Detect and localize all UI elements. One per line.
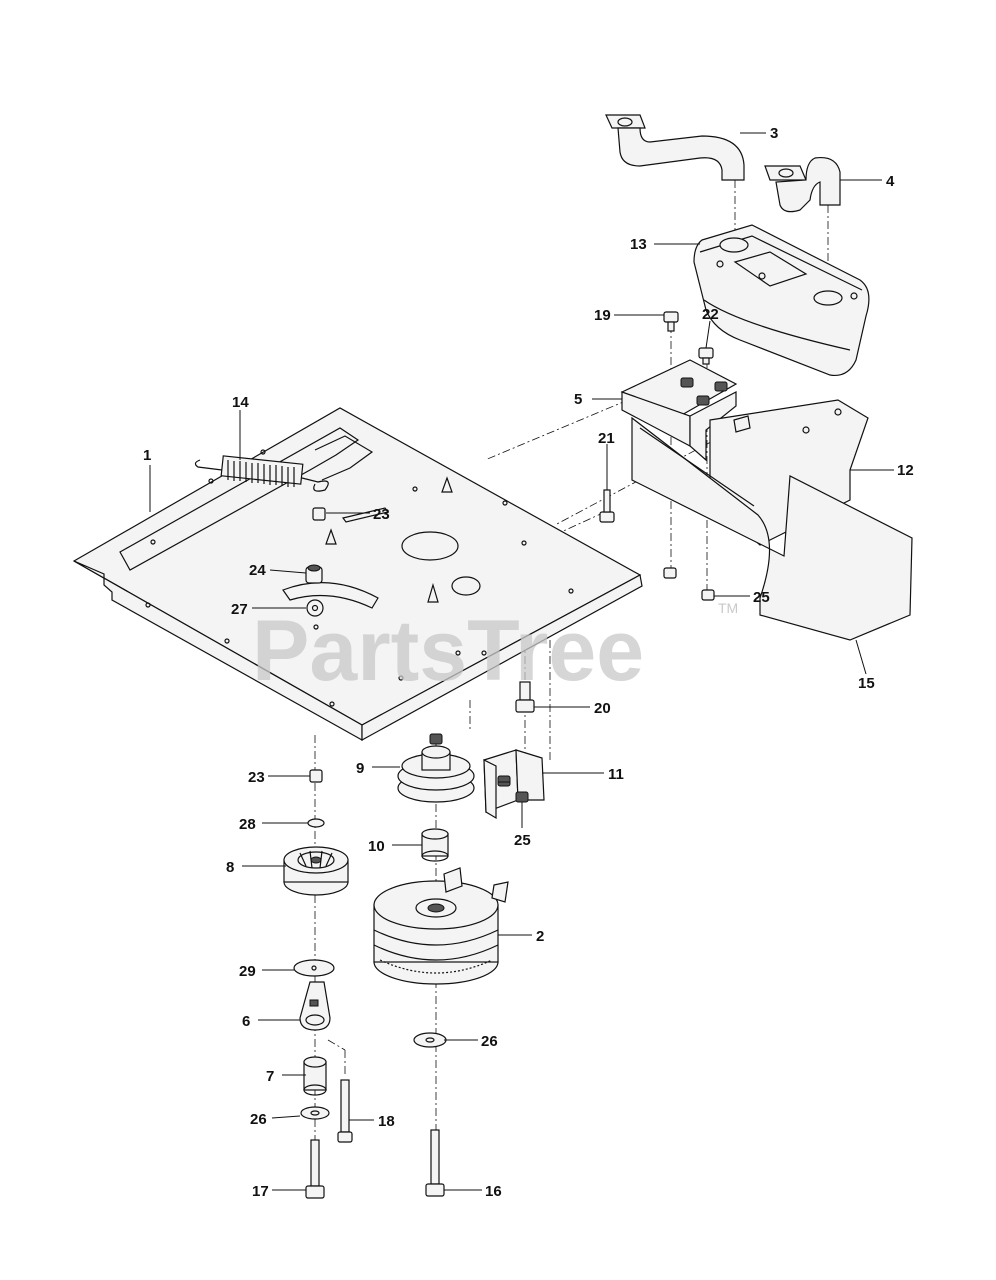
callout-17: 17 — [252, 1183, 269, 1200]
callout-23-upper: 23 — [373, 506, 390, 523]
spacer-24 — [305, 564, 323, 584]
callout-19: 19 — [594, 307, 611, 324]
callout-1: 1 — [143, 447, 151, 464]
callout-4: 4 — [886, 173, 895, 190]
callout-26-left: 26 — [250, 1111, 267, 1128]
callout-6: 6 — [242, 1013, 250, 1030]
callout-20: 20 — [594, 700, 611, 717]
watermark-trademark: TM — [718, 600, 738, 616]
tension-spring — [194, 455, 329, 492]
muffler-bracket — [620, 359, 738, 462]
exhaust-pipe-4 — [764, 156, 841, 213]
callout-15: 15 — [858, 675, 875, 692]
callout-24: 24 — [249, 562, 266, 579]
bolt-19 — [663, 311, 679, 332]
callout-12: 12 — [897, 462, 914, 479]
electric-clutch — [373, 867, 509, 985]
callout-14: 14 — [232, 394, 249, 411]
nut-23-upper — [312, 507, 326, 521]
bushing-10 — [421, 828, 449, 862]
washer-26-right — [413, 1032, 447, 1048]
callout-26-right: 26 — [481, 1033, 498, 1050]
callout-16: 16 — [485, 1183, 502, 1200]
callout-25-upper: 25 — [753, 589, 770, 606]
bushing-7 — [303, 1056, 327, 1096]
main-plate — [72, 407, 643, 742]
callout-21: 21 — [598, 430, 615, 447]
callout-23-lower: 23 — [248, 769, 265, 786]
bolt-20 — [515, 681, 535, 713]
idler-pulley-8 — [283, 846, 349, 896]
callout-2: 2 — [536, 928, 544, 945]
callout-8: 8 — [226, 859, 234, 876]
bolt-17 — [305, 1139, 325, 1199]
callout-3: 3 — [770, 125, 778, 142]
watermark-text: PartsTree — [252, 603, 644, 699]
exhaust-pipe-3 — [605, 114, 745, 181]
washer-29 — [293, 959, 335, 977]
callout-5: 5 — [574, 391, 582, 408]
muffler — [693, 224, 870, 377]
callout-29: 29 — [239, 963, 256, 980]
nut-23-lower — [309, 769, 323, 783]
bolt-18 — [337, 1079, 353, 1143]
washer-26-left — [300, 1106, 330, 1120]
clutch-bracket — [483, 749, 545, 820]
callout-7: 7 — [266, 1068, 274, 1085]
nut-25-upper — [663, 567, 715, 601]
callout-9: 9 — [356, 760, 364, 777]
callout-18: 18 — [378, 1113, 395, 1130]
bolt-21 — [599, 489, 615, 523]
bolt-22 — [698, 347, 714, 365]
washer-28 — [307, 818, 325, 828]
watermark: PartsTree TM — [252, 600, 738, 699]
callout-10: 10 — [368, 838, 385, 855]
callout-11: 11 — [608, 766, 624, 783]
callout-13: 13 — [630, 236, 647, 253]
callout-27: 27 — [231, 601, 248, 618]
deflector-shield — [631, 416, 913, 641]
callout-25-lower: 25 — [514, 832, 531, 849]
bolt-16 — [425, 1129, 445, 1197]
callouts: 1 2 3 4 5 6 7 8 9 10 11 12 13 14 15 16 1 — [143, 125, 914, 1200]
callout-28: 28 — [239, 816, 256, 833]
callout-22: 22 — [702, 306, 719, 323]
idler-arm-6 — [299, 981, 331, 1031]
pulley-9 — [397, 733, 475, 803]
